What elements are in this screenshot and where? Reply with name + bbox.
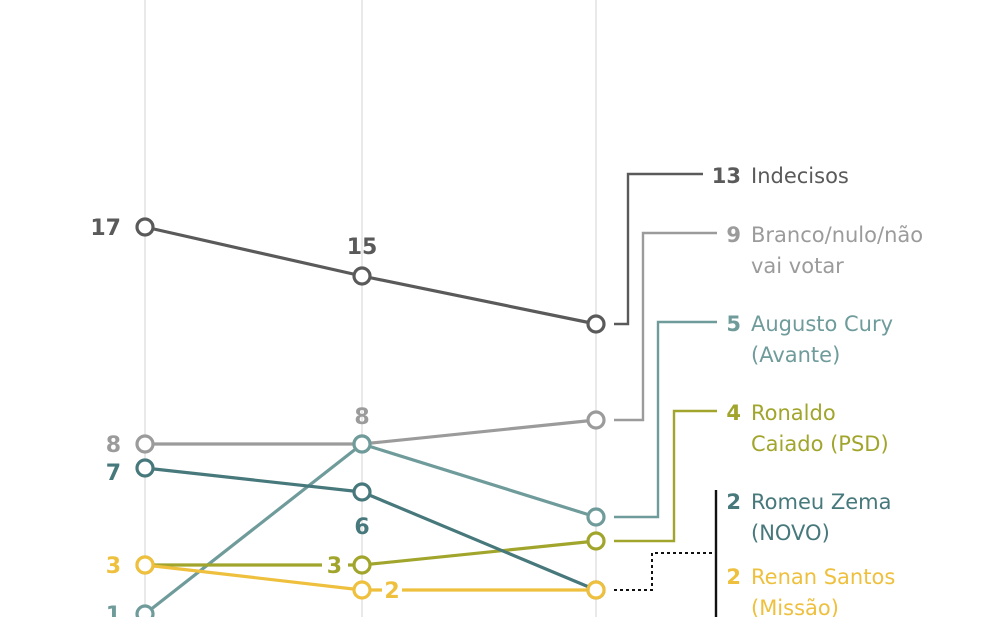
series-points bbox=[135, 217, 606, 617]
connector-cury bbox=[614, 320, 717, 519]
end-value-zema: 2 bbox=[726, 490, 741, 514]
point-branco-0 bbox=[135, 434, 155, 454]
point-renan-0 bbox=[135, 555, 155, 575]
point-label-branco-0: 8 bbox=[106, 433, 121, 458]
end-value-renan: 2 bbox=[726, 565, 741, 589]
end-name-branco-1: vai votar bbox=[751, 254, 844, 278]
label-connectors bbox=[614, 172, 718, 617]
connector-caiado bbox=[614, 409, 717, 543]
point-cury-1 bbox=[352, 434, 372, 454]
end-value-caiado: 4 bbox=[726, 401, 741, 425]
label-bg-caiado-1 bbox=[322, 554, 348, 576]
point-zema-0 bbox=[135, 458, 155, 478]
end-name-caiado-0: Ronaldo bbox=[751, 401, 836, 425]
connector-indecisos bbox=[614, 172, 703, 326]
point-indecisos-1 bbox=[352, 266, 372, 286]
end-name-branco-0: Branco/nulo/não bbox=[751, 223, 923, 247]
point-label-branco-1: 8 bbox=[354, 405, 369, 430]
end-value-cury: 5 bbox=[726, 312, 741, 336]
end-name-indecisos-0: Indecisos bbox=[751, 164, 849, 188]
point-cury-0 bbox=[135, 604, 155, 617]
point-label-renan-1: 2 bbox=[384, 579, 399, 604]
point-renan-2 bbox=[586, 580, 606, 600]
point-indecisos-2 bbox=[586, 314, 606, 334]
end-value-indecisos: 13 bbox=[712, 164, 741, 188]
end-name-cury-0: Augusto Cury bbox=[751, 312, 893, 336]
end-name-renan-1: (Missão) bbox=[751, 596, 839, 617]
end-labels: 13 Indecisos 9 Branco/nulo/não vai votar 5 Aug… bbox=[712, 164, 923, 617]
end-name-renan-0: Renan Santos bbox=[751, 565, 895, 589]
point-indecisos-0 bbox=[135, 217, 155, 237]
end-value-branco: 9 bbox=[726, 223, 741, 247]
point-renan-1 bbox=[352, 580, 372, 600]
end-name-zema-1: (NOVO) bbox=[751, 521, 830, 545]
end-name-zema-0: Romeu Zema bbox=[751, 490, 892, 514]
point-label-indecisos-0: 17 bbox=[90, 216, 121, 241]
connector-branco bbox=[614, 231, 717, 422]
point-branco-2 bbox=[586, 410, 606, 430]
end-name-cury-1: (Avante) bbox=[751, 343, 840, 367]
end-name-caiado-1: Caiado (PSD) bbox=[751, 432, 889, 456]
point-zema-1 bbox=[352, 482, 372, 502]
tie-connector bbox=[614, 552, 714, 591]
point-label-caiado-1: 3 bbox=[327, 554, 342, 579]
point-label-renan-0: 3 bbox=[106, 554, 121, 579]
series-lines bbox=[144, 225, 597, 616]
label-bg-renan-1 bbox=[382, 579, 402, 601]
point-label-indecisos-1: 15 bbox=[347, 235, 378, 260]
point-cury-2 bbox=[586, 507, 606, 527]
point-caiado-2 bbox=[586, 531, 606, 551]
point-label-zema-1: 6 bbox=[354, 515, 369, 540]
point-label-zema-0: 7 bbox=[106, 461, 121, 486]
point-label-cury-0: 1 bbox=[106, 603, 121, 617]
point-caiado-1 bbox=[352, 555, 372, 575]
